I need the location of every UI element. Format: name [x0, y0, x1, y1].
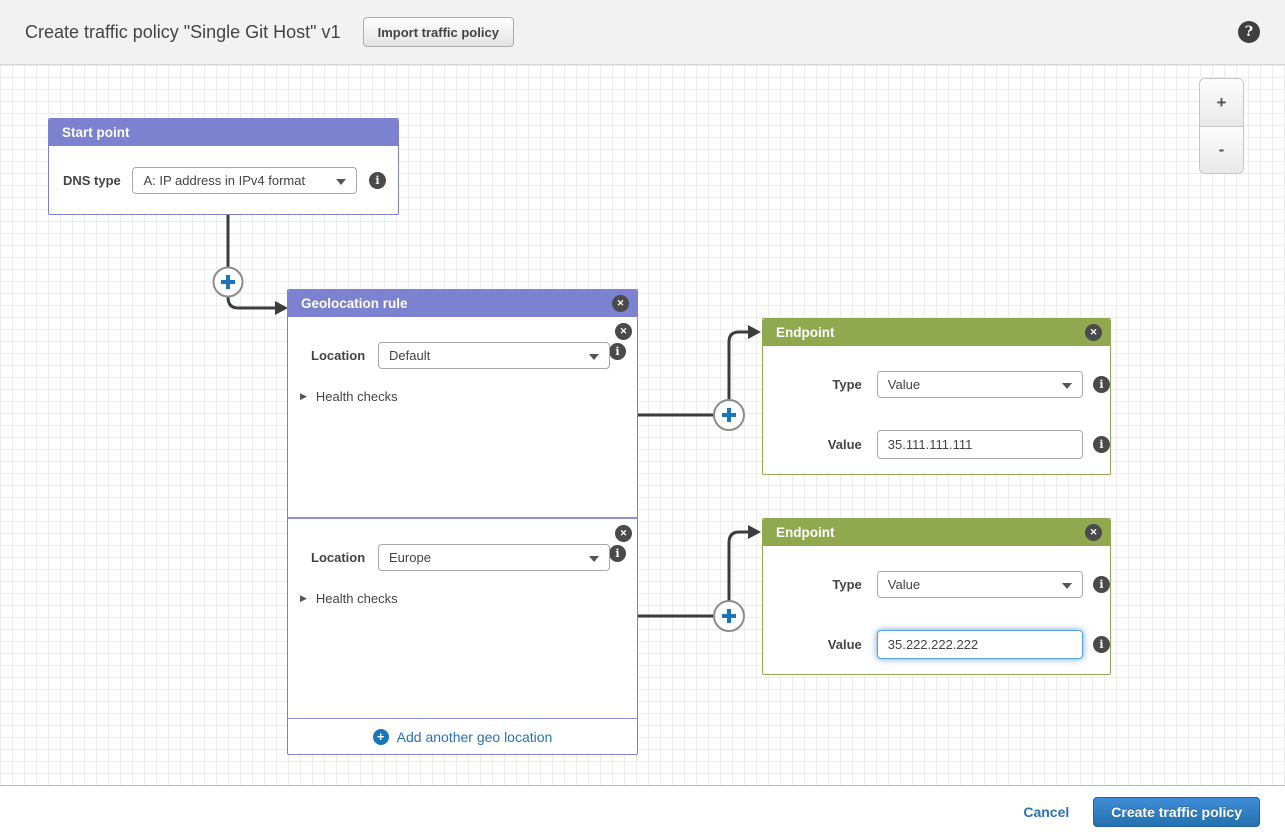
add-rule-connector-button[interactable] — [212, 266, 244, 298]
health-checks-toggle[interactable]: ▶ Health checks — [300, 591, 637, 606]
close-icon[interactable]: ✕ — [615, 525, 632, 542]
triangle-right-icon: ▶ — [300, 391, 307, 401]
create-traffic-policy-button[interactable]: Create traffic policy — [1093, 797, 1260, 827]
chevron-down-icon — [589, 354, 599, 360]
zoom-out-button[interactable]: - — [1200, 126, 1243, 173]
triangle-right-icon: ▶ — [300, 593, 307, 603]
type-selected-value: Value — [887, 377, 921, 392]
app-header: Create traffic policy "Single Git Host" … — [0, 0, 1285, 65]
policy-canvas[interactable]: + - Start point DNS type A: IP address i… — [0, 65, 1285, 786]
close-icon[interactable]: ✕ — [1085, 524, 1102, 541]
zoom-in-button[interactable]: + — [1200, 79, 1243, 126]
dns-type-select[interactable]: A: IP address in IPv4 format — [132, 166, 357, 194]
location-select[interactable]: Default — [378, 342, 610, 369]
value-label: Value — [827, 437, 862, 452]
location-select[interactable]: Europe — [378, 544, 610, 571]
info-icon: i — [1099, 378, 1104, 391]
value-label: Value — [827, 637, 862, 652]
add-geo-location-label: Add another geo location — [396, 728, 553, 745]
info-icon: i — [1099, 578, 1104, 591]
info-icon: i — [615, 547, 620, 560]
dns-type-selected-value: A: IP address in IPv4 format — [143, 172, 306, 188]
geolocation-rule-title: Geolocation rule — [301, 296, 408, 311]
health-checks-label: Health checks — [315, 389, 398, 404]
endpoint-title: Endpoint — [776, 325, 835, 340]
type-label: Type — [832, 577, 862, 592]
info-icon: i — [615, 345, 620, 358]
dns-type-label: DNS type — [63, 172, 121, 188]
endpoint-title: Endpoint — [776, 525, 835, 540]
zoom-control: + - — [1199, 78, 1244, 174]
geolocation-rule-box: Geolocation rule ✕ ✕ i Location Default … — [287, 289, 638, 755]
endpoint-box-1: Endpoint ✕ Type Value i Value i — [762, 318, 1111, 475]
geo-location-section-europe: ✕ i Location Europe ▶ Health checks — [288, 517, 637, 718]
endpoint-value-input[interactable] — [876, 430, 1083, 459]
geo-location-section-default: ✕ i Location Default ▶ Health checks — [288, 317, 637, 517]
chevron-down-icon — [589, 556, 599, 562]
endpoint-value-input[interactable] — [876, 630, 1083, 659]
page-title: Create traffic policy "Single Git Host" … — [25, 21, 341, 42]
start-point-title: Start point — [62, 125, 130, 140]
plus-circle-icon: + — [372, 728, 389, 745]
location-selected-value: Default — [389, 348, 431, 363]
add-endpoint-connector-button-2[interactable] — [713, 600, 745, 632]
action-footer: Cancel Create traffic policy — [0, 786, 1285, 838]
endpoint-box-2: Endpoint ✕ Type Value i Value i — [762, 518, 1111, 675]
geolocation-rule-header: Geolocation rule ✕ — [288, 290, 637, 317]
chevron-down-icon — [1062, 583, 1072, 589]
close-icon[interactable]: ✕ — [615, 323, 632, 340]
close-icon[interactable]: ✕ — [612, 295, 629, 312]
info-icon: i — [1099, 638, 1104, 651]
location-label: Location — [311, 550, 366, 565]
location-label: Location — [311, 348, 366, 363]
arrowhead-icon — [748, 525, 761, 539]
info-icon: i — [375, 173, 380, 187]
connector-wires — [212, 215, 761, 632]
connector-start-to-rule — [226, 215, 276, 310]
connector-rule-to-endpoint-1 — [638, 330, 749, 417]
start-point-box: Start point DNS type A: IP address in IP… — [48, 118, 399, 215]
add-endpoint-connector-button-1[interactable] — [713, 399, 745, 431]
type-selected-value: Value — [887, 577, 921, 592]
endpoint-type-select[interactable]: Value — [876, 571, 1083, 598]
chevron-down-icon — [1062, 383, 1072, 389]
arrowhead-icon — [275, 301, 288, 315]
arrowhead-icon — [748, 325, 761, 339]
connector-rule-to-endpoint-2 — [638, 530, 749, 618]
close-icon[interactable]: ✕ — [1085, 324, 1102, 341]
health-checks-label: Health checks — [315, 591, 398, 606]
endpoint-header: Endpoint ✕ — [763, 519, 1110, 546]
help-icon[interactable]: ? — [1238, 21, 1260, 43]
endpoint-header: Endpoint ✕ — [763, 319, 1110, 346]
start-point-header: Start point — [49, 119, 398, 146]
endpoint-type-select[interactable]: Value — [876, 371, 1083, 398]
location-selected-value: Europe — [389, 550, 431, 565]
health-checks-toggle[interactable]: ▶ Health checks — [300, 389, 637, 404]
info-icon: i — [1099, 438, 1104, 451]
cancel-button[interactable]: Cancel — [1023, 804, 1070, 820]
type-label: Type — [832, 377, 862, 392]
add-geo-location-button[interactable]: + Add another geo location — [288, 718, 637, 754]
chevron-down-icon — [336, 178, 346, 185]
import-traffic-policy-button[interactable]: Import traffic policy — [362, 17, 514, 47]
